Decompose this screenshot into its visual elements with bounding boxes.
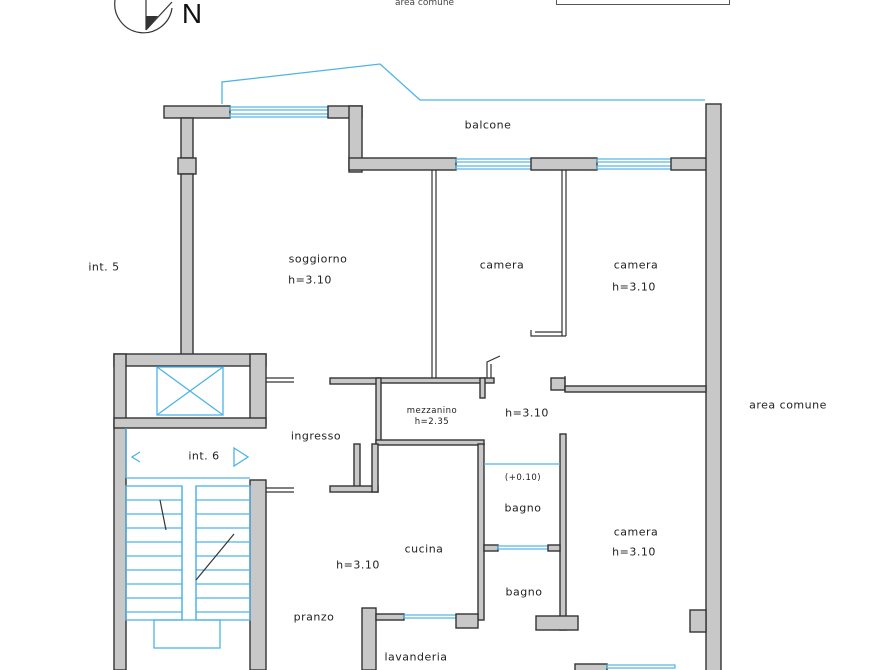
stair-line (195, 533, 235, 581)
room-label-camera-2: camera (613, 258, 659, 272)
room-height-cucina: h=3.10 (336, 558, 380, 572)
room-label-balcone: balcone (464, 118, 512, 132)
header-box (556, 0, 730, 5)
room-height-soggiorno: h=3.10 (288, 273, 332, 287)
stair-flight (125, 485, 183, 621)
header-top-text: area comune (395, 0, 455, 8)
north-compass-icon (114, 0, 173, 34)
room-label-camera-1: camera (479, 258, 525, 272)
landing (125, 428, 250, 479)
label-int-6: int. 6 (188, 449, 220, 463)
room-label-soggiorno: soggiorno (288, 252, 348, 266)
stair-flight (195, 485, 251, 621)
room-height-mezzanino: h=2.35 (414, 417, 450, 427)
floor-level-note: (+0.10) (504, 473, 542, 483)
stair-flight (153, 619, 221, 649)
room-height-camera-3: h=3.10 (612, 545, 656, 559)
room-label-camera-3: camera (613, 525, 659, 539)
room-label-pranzo: pranzo (293, 610, 335, 624)
room-label-mezzanino: mezzanino (406, 406, 458, 416)
staircase (125, 485, 251, 649)
north-label: N (181, 0, 203, 29)
stair-line (159, 499, 167, 531)
label-int-5: int. 5 (88, 260, 120, 274)
balcony-outline (221, 63, 705, 104)
elevator-icon (156, 366, 224, 416)
room-label-cucina: cucina (404, 542, 444, 556)
room-height-camera-2: h=3.10 (612, 280, 656, 294)
room-label-bagno-1: bagno (504, 501, 542, 515)
label-area-comune: area comune (749, 398, 827, 412)
walls (113, 103, 722, 670)
room-label-bagno-2: bagno (505, 585, 543, 599)
room-height-corridoio: h=3.10 (505, 406, 549, 420)
room-label-ingresso: ingresso (290, 429, 342, 443)
room-label-lavanderia: lavanderia (384, 650, 448, 664)
